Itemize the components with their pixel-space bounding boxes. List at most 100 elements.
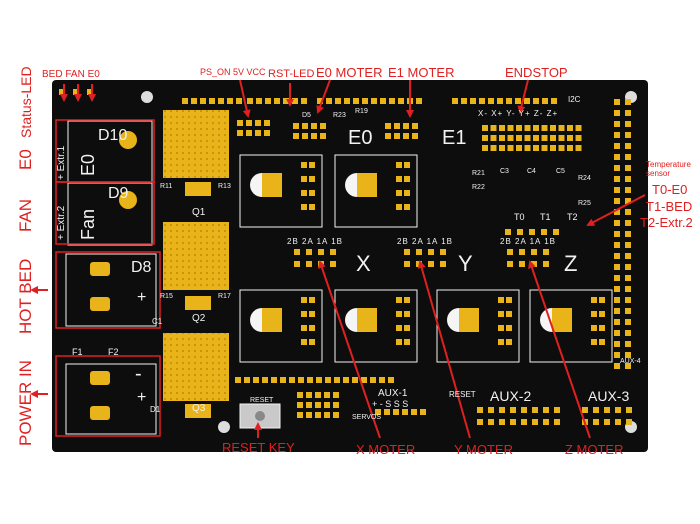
header-pin	[389, 98, 395, 104]
aux4-pin	[614, 308, 620, 314]
driver-pin	[404, 190, 410, 196]
x-moter-callout: X MOTER	[356, 442, 416, 457]
driver-pin	[506, 311, 512, 317]
e1-header-silk: E1	[442, 127, 467, 149]
driver-pin	[498, 297, 504, 303]
driver-pin	[506, 339, 512, 345]
r24-silk: R24	[578, 175, 591, 182]
driver-pin	[309, 297, 315, 303]
header-pin	[317, 98, 323, 104]
endstop-pin	[541, 125, 548, 131]
endstop-pin	[567, 125, 573, 131]
servo-pin	[306, 402, 312, 408]
aux3-pin	[615, 419, 621, 425]
endstop-pin	[507, 135, 514, 141]
aux4-pin	[614, 187, 620, 193]
r11-silk: R11	[160, 183, 173, 190]
motor-pin-y	[440, 261, 446, 267]
servo-pin	[333, 412, 339, 418]
driver-pin	[498, 311, 504, 317]
aux4-silk: AUX-4	[620, 358, 641, 365]
aux4-pin	[614, 132, 620, 138]
header-pin	[515, 98, 521, 104]
header-pin	[371, 98, 377, 104]
endstop-pin	[541, 145, 548, 151]
bottom-pin	[280, 377, 286, 383]
header-pin	[461, 98, 467, 104]
c5-silk: C5	[556, 168, 565, 175]
driver-pin	[498, 339, 504, 345]
aux1-pins-silk: + - S S S	[372, 399, 409, 409]
aux3-silk: AUX-3	[588, 388, 630, 404]
e1-pin	[394, 123, 400, 129]
endstop-pin	[533, 145, 539, 151]
callout-arrows	[30, 79, 646, 439]
endstop-pin	[533, 135, 539, 141]
bottom-pin	[235, 377, 241, 383]
servo-pin	[306, 412, 312, 418]
aux3-pin	[593, 419, 599, 425]
aux4-pin	[614, 363, 620, 369]
endstop-pin	[567, 135, 573, 141]
e1-pin	[385, 133, 391, 139]
servo-pin	[324, 402, 330, 408]
driver-pin	[396, 204, 402, 210]
aux2-pin	[532, 419, 538, 425]
c1-silk: C1	[152, 317, 163, 326]
driver-pin	[591, 311, 597, 317]
mosfet-pad-q1	[163, 110, 229, 178]
servo-pin	[324, 392, 330, 398]
driver-pin	[506, 325, 512, 331]
servo-pin	[315, 412, 321, 418]
driver-pin	[404, 162, 410, 168]
aux1-pin	[384, 409, 390, 415]
driver-pin	[396, 190, 402, 196]
r13-silk: R13	[218, 183, 231, 190]
aux2-silk: AUX-2	[490, 388, 532, 404]
e0-pin	[302, 133, 308, 139]
status-led-callout: Status-LED	[18, 66, 34, 138]
r17-silk: R17	[218, 293, 231, 300]
i2c-silk: I2C	[568, 95, 581, 104]
endstop-pin	[499, 145, 505, 151]
driver-pin	[309, 325, 315, 331]
aux4-pin	[614, 220, 620, 226]
aux2-pin	[477, 407, 483, 413]
driver-pin	[309, 339, 315, 345]
ps-on-pin	[264, 120, 270, 126]
e0-pin	[320, 133, 326, 139]
aux4-pin	[625, 209, 631, 215]
endstop-pin	[524, 125, 531, 131]
driver-socket	[334, 154, 418, 228]
endstop-pin	[482, 135, 488, 141]
mosfet-pad-q3	[163, 333, 229, 401]
r23-silk: R23	[333, 112, 346, 119]
aux4-pin	[625, 176, 631, 182]
driver-pin	[309, 311, 315, 317]
r15-silk: R15	[160, 293, 173, 300]
motor-pin-z	[519, 261, 525, 267]
driver-pin	[591, 325, 597, 331]
driver-socket	[334, 289, 418, 363]
motor-pin-x	[294, 249, 300, 255]
driver-pin	[301, 176, 307, 182]
driver-pin	[309, 204, 315, 210]
plus-silk: +	[137, 289, 147, 306]
t1-silk: T1	[540, 212, 551, 222]
mosfet-tab-q1	[185, 182, 211, 196]
aux4-header	[614, 99, 631, 369]
r21-silk: R21	[472, 170, 485, 177]
plus-silk-2: +	[137, 389, 147, 406]
header-pin	[200, 98, 206, 104]
extr2-silk: + Extr.2	[56, 205, 67, 240]
driver-pin	[301, 190, 307, 196]
header-pin	[353, 98, 359, 104]
aux1-pin	[375, 409, 381, 415]
motor-pin-y	[416, 249, 422, 255]
endstop-pin	[516, 145, 522, 151]
aux4-pin	[625, 220, 631, 226]
driver-pin	[396, 339, 402, 345]
servo-pin	[297, 412, 303, 418]
bottom-pin	[334, 377, 340, 383]
